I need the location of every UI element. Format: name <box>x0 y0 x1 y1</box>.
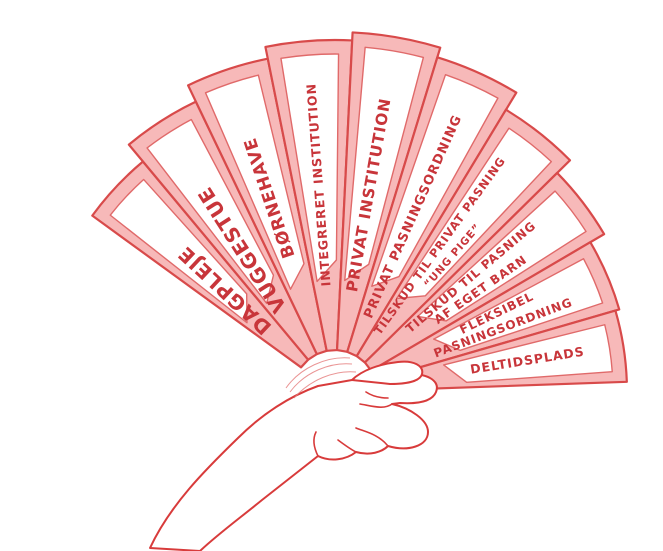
hand-holding-fan-icon <box>150 358 437 551</box>
